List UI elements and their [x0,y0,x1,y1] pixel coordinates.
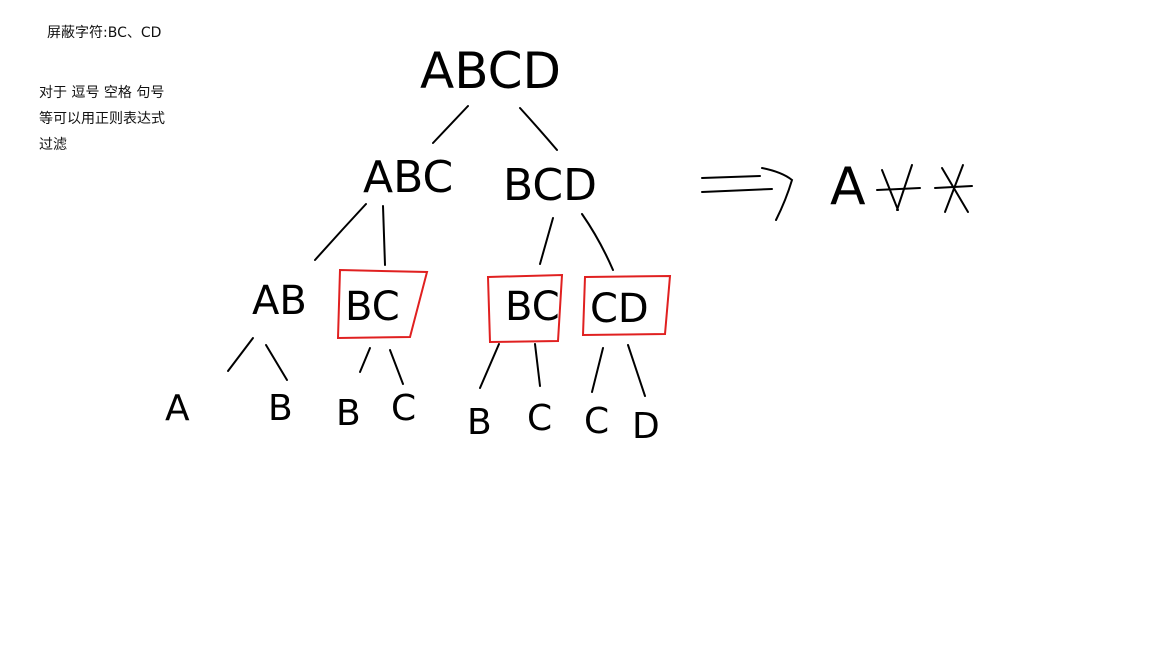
node-abc: ABC [363,152,453,203]
desc-line-2: 等可以用正则表达式 [39,111,165,127]
node-bc-1: BC [345,284,400,330]
node-bcd: BCD [503,160,597,211]
leaf-d: D [632,406,660,447]
leaf-b-2: B [336,393,361,434]
leaf-b-1: B [268,388,293,429]
mask-x-icon-1 [876,164,921,211]
leaf-c-3: C [584,401,609,442]
edge-bc2-b [479,343,500,389]
highlight-box-2 [486,273,564,344]
edge-abc-ab [314,203,367,261]
highlight-box-1 [336,268,429,340]
highlight-box-3 [581,274,672,337]
leaf-c-1: C [391,388,416,429]
leaf-c-2: C [527,398,552,439]
implies-arrow-icon [701,167,794,221]
edge-bc1-c [389,349,404,385]
leaf-a: A [165,388,190,429]
leaf-b-3: B [467,402,492,443]
desc-line-1: 对于 逗号 空格 句号 [39,85,165,101]
mask-x-icon-2 [934,164,973,213]
edge-cd-d [627,344,646,397]
edge-root-left [432,105,469,144]
title-note: 屏蔽字符:BC、CD [47,25,162,41]
root-node: ABCD [420,42,561,100]
edge-ab-b [265,344,288,381]
edge-bc2-c [534,343,541,387]
edge-bc1-b [359,347,371,373]
edge-root-right [519,107,558,151]
edge-abc-bc [382,205,386,266]
desc-line-3: 过滤 [39,137,67,153]
edge-cd-c [591,347,604,393]
edge-bcd-cd [581,213,614,271]
node-ab: AB [252,278,307,324]
edge-bcd-bc [539,217,554,265]
edge-ab-a [227,337,254,372]
result-text: A [830,157,866,217]
node-cd: CD [590,286,649,332]
node-bc-2: BC [505,284,560,330]
